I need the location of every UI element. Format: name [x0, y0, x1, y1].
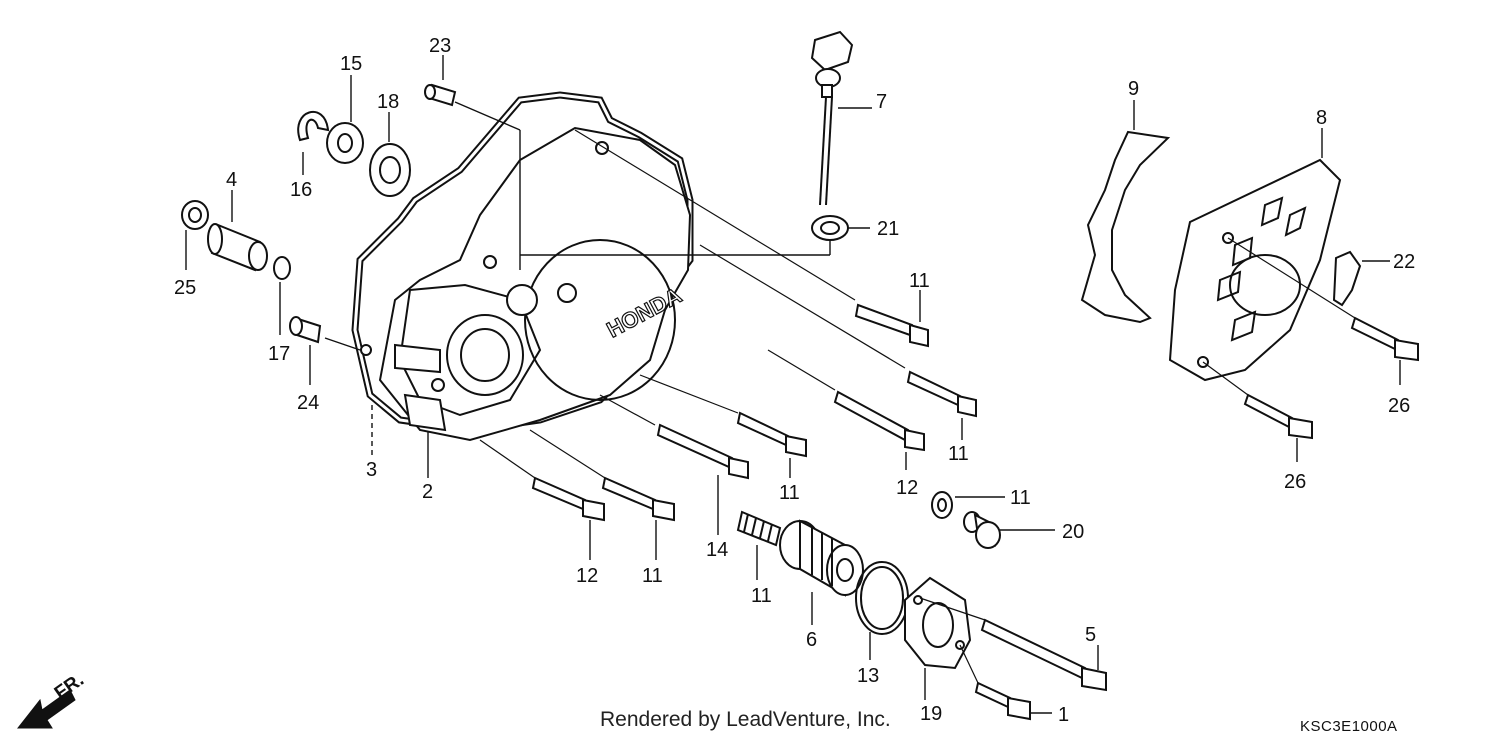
- callout-15[interactable]: 15: [340, 53, 362, 75]
- callout-7[interactable]: 7: [876, 91, 887, 113]
- washer-part-15[interactable]: [326, 122, 364, 164]
- callout-11-c[interactable]: 11: [779, 482, 800, 504]
- bolt-part-10[interactable]: [974, 681, 1031, 721]
- callout-10[interactable]: 1: [1058, 704, 1069, 726]
- bolt-part-11-center[interactable]: [736, 411, 807, 458]
- callout-17[interactable]: 17: [268, 343, 290, 365]
- collar-part-24[interactable]: [289, 316, 322, 344]
- oil-filter-part-5[interactable]: [779, 519, 864, 597]
- callout-11-a[interactable]: 11: [909, 270, 930, 292]
- callout-22[interactable]: 22: [1393, 251, 1415, 273]
- bolt-part-26-left[interactable]: [1243, 393, 1313, 440]
- callout-labels: 23 15 18 7 9 8 16 4 21 22 25 11 17 24 11…: [174, 35, 1415, 726]
- nut-part-25[interactable]: [181, 200, 209, 230]
- dowel-pin-part-23[interactable]: [424, 83, 457, 107]
- clip-part-22[interactable]: [1332, 250, 1362, 307]
- callout-11-e[interactable]: 11: [642, 565, 663, 587]
- callout-14[interactable]: 20: [1062, 521, 1084, 543]
- front-direction-label: FR.: [51, 669, 88, 704]
- callout-24[interactable]: 24: [297, 392, 319, 414]
- callout-18[interactable]: 18: [377, 91, 399, 113]
- bolt-part-11-right[interactable]: [906, 370, 977, 418]
- rendered-by-credit: Rendered by LeadVenture, Inc.: [600, 708, 891, 731]
- callout-12-b[interactable]: 14: [706, 539, 728, 561]
- callout-16[interactable]: 16: [290, 179, 312, 201]
- callout-9[interactable]: 9: [1128, 78, 1139, 100]
- washer-part-17[interactable]: [273, 256, 291, 280]
- callout-19[interactable]: 13: [857, 665, 879, 687]
- bolt-part-12-right[interactable]: [833, 390, 925, 452]
- spindle-part-4[interactable]: [207, 223, 268, 272]
- callout-1[interactable]: 19: [920, 703, 942, 725]
- drain-bolt-part-14[interactable]: [963, 511, 1001, 549]
- bolt-part-11-lower-left[interactable]: [531, 476, 605, 522]
- callout-13[interactable]: 5: [1085, 624, 1096, 646]
- callout-12-a[interactable]: 12: [896, 477, 918, 499]
- callout-2[interactable]: 2: [422, 481, 433, 503]
- bolt-part-11-top[interactable]: [854, 303, 929, 348]
- callout-25[interactable]: 25: [174, 277, 196, 299]
- callout-3[interactable]: 3: [366, 459, 377, 481]
- callout-21[interactable]: 21: [877, 218, 899, 240]
- o-ring-part-21[interactable]: [811, 215, 849, 241]
- bolt-part-26-right[interactable]: [1350, 316, 1419, 362]
- callout-11-b[interactable]: 11: [948, 443, 969, 465]
- spring-part-6[interactable]: [736, 510, 782, 547]
- oil-level-gauge-part-7[interactable]: [810, 30, 854, 206]
- reference-lines: [185, 55, 1401, 714]
- oil-seal-part-18[interactable]: [369, 143, 411, 197]
- callout-26-a[interactable]: 26: [1388, 395, 1410, 417]
- bolt-part-13[interactable]: [980, 618, 1107, 692]
- diagram-code: KSC3E1000A: [1300, 718, 1398, 735]
- callout-8[interactable]: 8: [1316, 107, 1327, 129]
- callout-4[interactable]: 4: [226, 169, 237, 191]
- callout-26-b[interactable]: 26: [1284, 471, 1306, 493]
- sprocket-cover-part-8[interactable]: [1168, 158, 1342, 382]
- callout-6[interactable]: 11: [751, 585, 772, 607]
- front-direction-arrow-icon: FR.: [16, 669, 88, 729]
- callout-23[interactable]: 23: [429, 35, 451, 57]
- guide-plate-part-9[interactable]: [1080, 130, 1171, 324]
- o-ring-part-19[interactable]: [855, 561, 909, 635]
- bolt-part-12-center[interactable]: [656, 423, 749, 480]
- circlip-part-16[interactable]: [297, 110, 330, 142]
- callout-5[interactable]: 6: [806, 629, 817, 651]
- washer-part-20[interactable]: [931, 491, 953, 519]
- filter-cover-part-1[interactable]: [904, 576, 972, 670]
- callout-20[interactable]: 11: [1010, 487, 1031, 509]
- bolt-part-11-lower-mid[interactable]: [601, 476, 675, 522]
- callout-11-d[interactable]: 12: [576, 565, 598, 587]
